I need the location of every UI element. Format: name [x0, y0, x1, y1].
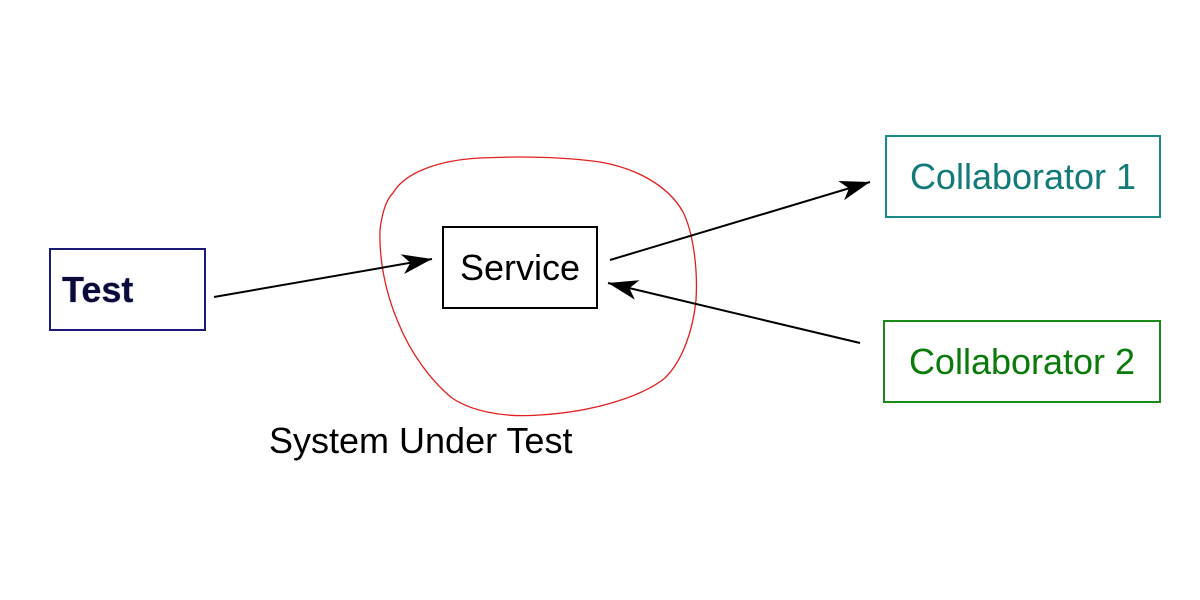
collaborator-1-node: Collaborator 1 [885, 135, 1161, 218]
test-node-label: Test [62, 268, 134, 310]
edge-test-to-service [213, 254, 433, 298]
edge-collaborator-2-to-service [607, 280, 861, 344]
system-under-test-boundary [379, 156, 698, 417]
test-node: Test [49, 248, 206, 331]
collaborator-2-node: Collaborator 2 [883, 320, 1161, 403]
service-node-label: Service [459, 246, 581, 288]
collaborator-2-node-label: Collaborator 2 [908, 340, 1136, 382]
system-under-test-label: System Under Test [269, 420, 573, 461]
edge-service-to-collaborator-1 [609, 181, 871, 261]
service-node: Service [442, 226, 598, 309]
collaborator-1-node-label: Collaborator 1 [909, 155, 1137, 197]
